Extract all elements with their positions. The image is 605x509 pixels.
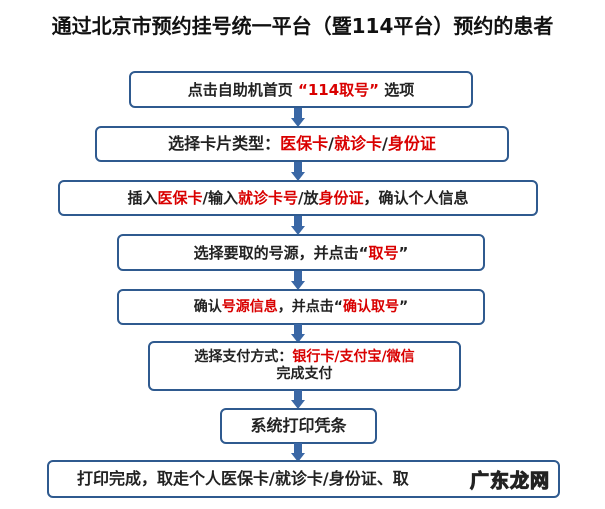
step-text-segment: ，确认个人信息 bbox=[363, 189, 469, 207]
highlight-text: 确认取号 bbox=[343, 298, 399, 315]
step-5-box: 确认号源信息，并点击“确认取号” bbox=[117, 289, 485, 325]
highlight-text: 银行卡/支付宝/微信 bbox=[292, 349, 415, 366]
step-text-segment: 打印完成，取走个人医保卡/就诊卡/身份证、取 bbox=[77, 469, 409, 489]
step-text-segment: 点击自助机首页 bbox=[187, 80, 298, 99]
step-text-segment: 选择要取的号源，并点击“ bbox=[193, 243, 369, 262]
step-6-text: 选择支付方式：银行卡/支付宝/微信 bbox=[194, 349, 414, 366]
arrow-down-icon bbox=[291, 443, 305, 462]
highlight-text: 医保卡 bbox=[280, 134, 329, 154]
step-text-segment: 选项 bbox=[379, 80, 415, 99]
step-6-text-line2: 完成支付 bbox=[276, 366, 333, 382]
step-text-segment: ” bbox=[398, 243, 409, 262]
step-text-segment: / bbox=[328, 134, 334, 154]
highlight-text: 就诊卡 bbox=[334, 134, 383, 154]
step-8-text: 打印完成，取走个人医保卡/就诊卡/身份证、取 bbox=[77, 469, 409, 488]
step-7-box: 系统打印凭条 bbox=[220, 408, 377, 444]
step-4-text: 选择要取的号源，并点击“取号” bbox=[194, 244, 409, 262]
highlight-text: 取号 bbox=[368, 243, 399, 262]
highlight-text: “114取号” bbox=[297, 80, 380, 99]
step-text-segment: 插入 bbox=[127, 189, 158, 207]
step-text-segment: 确认 bbox=[193, 298, 222, 315]
arrow-down-icon bbox=[291, 162, 305, 181]
arrow-down-icon bbox=[291, 216, 305, 235]
step-3-box: 插入医保卡/输入就诊卡号/放身份证，确认个人信息 bbox=[58, 180, 538, 216]
step-2-text: 选择卡片类型：医保卡/就诊卡/身份证 bbox=[168, 134, 436, 153]
step-6-box: 选择支付方式：银行卡/支付宝/微信 完成支付 bbox=[148, 341, 461, 391]
arrow-down-icon bbox=[291, 390, 305, 409]
watermark: 广东龙网 bbox=[469, 470, 551, 493]
step-text-segment: 选择卡片类型： bbox=[168, 134, 281, 154]
step-3-text: 插入医保卡/输入就诊卡号/放身份证，确认个人信息 bbox=[127, 189, 468, 207]
step-text-segment: / bbox=[382, 134, 388, 154]
highlight-text: 号源信息 bbox=[221, 298, 278, 315]
step-text-segment: ” bbox=[399, 298, 409, 315]
step-text-segment: 选择支付方式： bbox=[194, 349, 293, 366]
step-5-text: 确认号源信息，并点击“确认取号” bbox=[194, 299, 408, 316]
arrow-down-icon bbox=[291, 108, 305, 127]
highlight-text: 身份证 bbox=[387, 134, 436, 154]
arrow-down-icon bbox=[291, 271, 305, 290]
page-title: 通过北京市预约挂号统一平台（暨114平台）预约的患者 bbox=[51, 14, 554, 38]
highlight-text: 医保卡 bbox=[157, 189, 203, 207]
step-text-segment: /放 bbox=[298, 189, 319, 207]
highlight-text: 就诊卡号 bbox=[237, 189, 298, 207]
step-1-box: 点击自助机首页 “114取号” 选项 bbox=[129, 71, 473, 108]
step-text-segment: ，并点击“ bbox=[277, 298, 343, 315]
highlight-text: 身份证 bbox=[318, 189, 364, 207]
step-text-segment: 系统打印凭条 bbox=[250, 416, 347, 436]
step-2-box: 选择卡片类型：医保卡/就诊卡/身份证 bbox=[95, 126, 509, 162]
step-8-box: 打印完成，取走个人医保卡/就诊卡/身份证、取 bbox=[47, 460, 560, 498]
step-text-segment: /输入 bbox=[202, 189, 238, 207]
step-4-box: 选择要取的号源，并点击“取号” bbox=[117, 234, 485, 271]
step-1-text: 点击自助机首页 “114取号” 选项 bbox=[188, 81, 415, 99]
arrow-down-icon bbox=[291, 324, 305, 343]
step-7-text: 系统打印凭条 bbox=[250, 416, 346, 435]
